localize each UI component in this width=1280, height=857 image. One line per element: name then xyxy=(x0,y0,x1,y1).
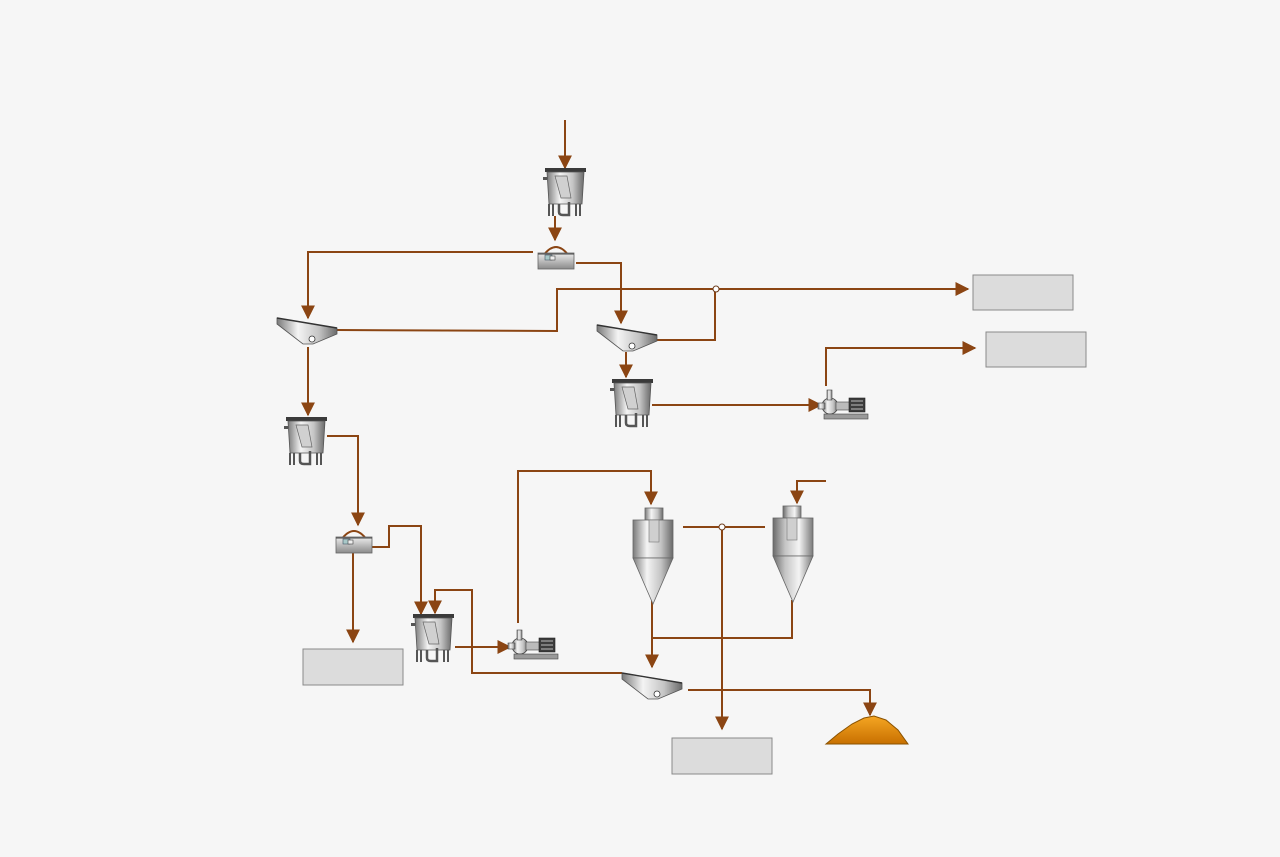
spiral-separator-icon xyxy=(596,324,658,352)
hydrocyclone-icon xyxy=(632,507,674,605)
pipe-screen-lower-to-tank xyxy=(372,525,428,616)
pipe-separator-lower-to-product xyxy=(688,689,877,717)
pipe-tank-left-to-screen xyxy=(327,435,365,527)
pipe-separator-lower-recycle xyxy=(428,589,622,674)
pipe-junction-lower xyxy=(718,523,726,531)
spiral-separator-icon xyxy=(276,317,338,345)
tank-icon xyxy=(282,415,329,467)
tank-icon xyxy=(409,612,456,664)
spiral-separator-icon xyxy=(621,672,683,700)
pipe-pump-upper-out xyxy=(825,341,977,386)
output-box-top-right xyxy=(972,274,1074,311)
centrifugal-pump-icon xyxy=(817,389,869,420)
centrifugal-pump-icon xyxy=(507,629,559,660)
pipe-screen-to-separator-center xyxy=(576,262,628,325)
tank-icon xyxy=(608,377,655,429)
tank-icon xyxy=(541,166,588,218)
pipe-cyclone-secondary-underflow xyxy=(652,600,793,639)
vibrating-screen-icon xyxy=(335,530,373,554)
pipe-screen-to-separator-left xyxy=(301,251,533,320)
output-box-right xyxy=(985,331,1087,368)
output-box-bottom-left xyxy=(302,648,404,686)
output-box-bottom-center xyxy=(671,737,773,775)
pipe-secondary-feed xyxy=(790,480,826,505)
pipe-separator-left-tailings xyxy=(336,282,970,333)
pipe-network xyxy=(301,120,977,731)
vibrating-screen-icon xyxy=(537,246,575,270)
pipe-separator-center-tailings xyxy=(657,289,716,341)
hydrocyclone-icon xyxy=(772,505,814,603)
pipe-pump-lower-to-cyclone xyxy=(517,470,658,623)
stockpile-icon xyxy=(824,715,909,745)
pipe-junction-upper xyxy=(712,285,720,293)
